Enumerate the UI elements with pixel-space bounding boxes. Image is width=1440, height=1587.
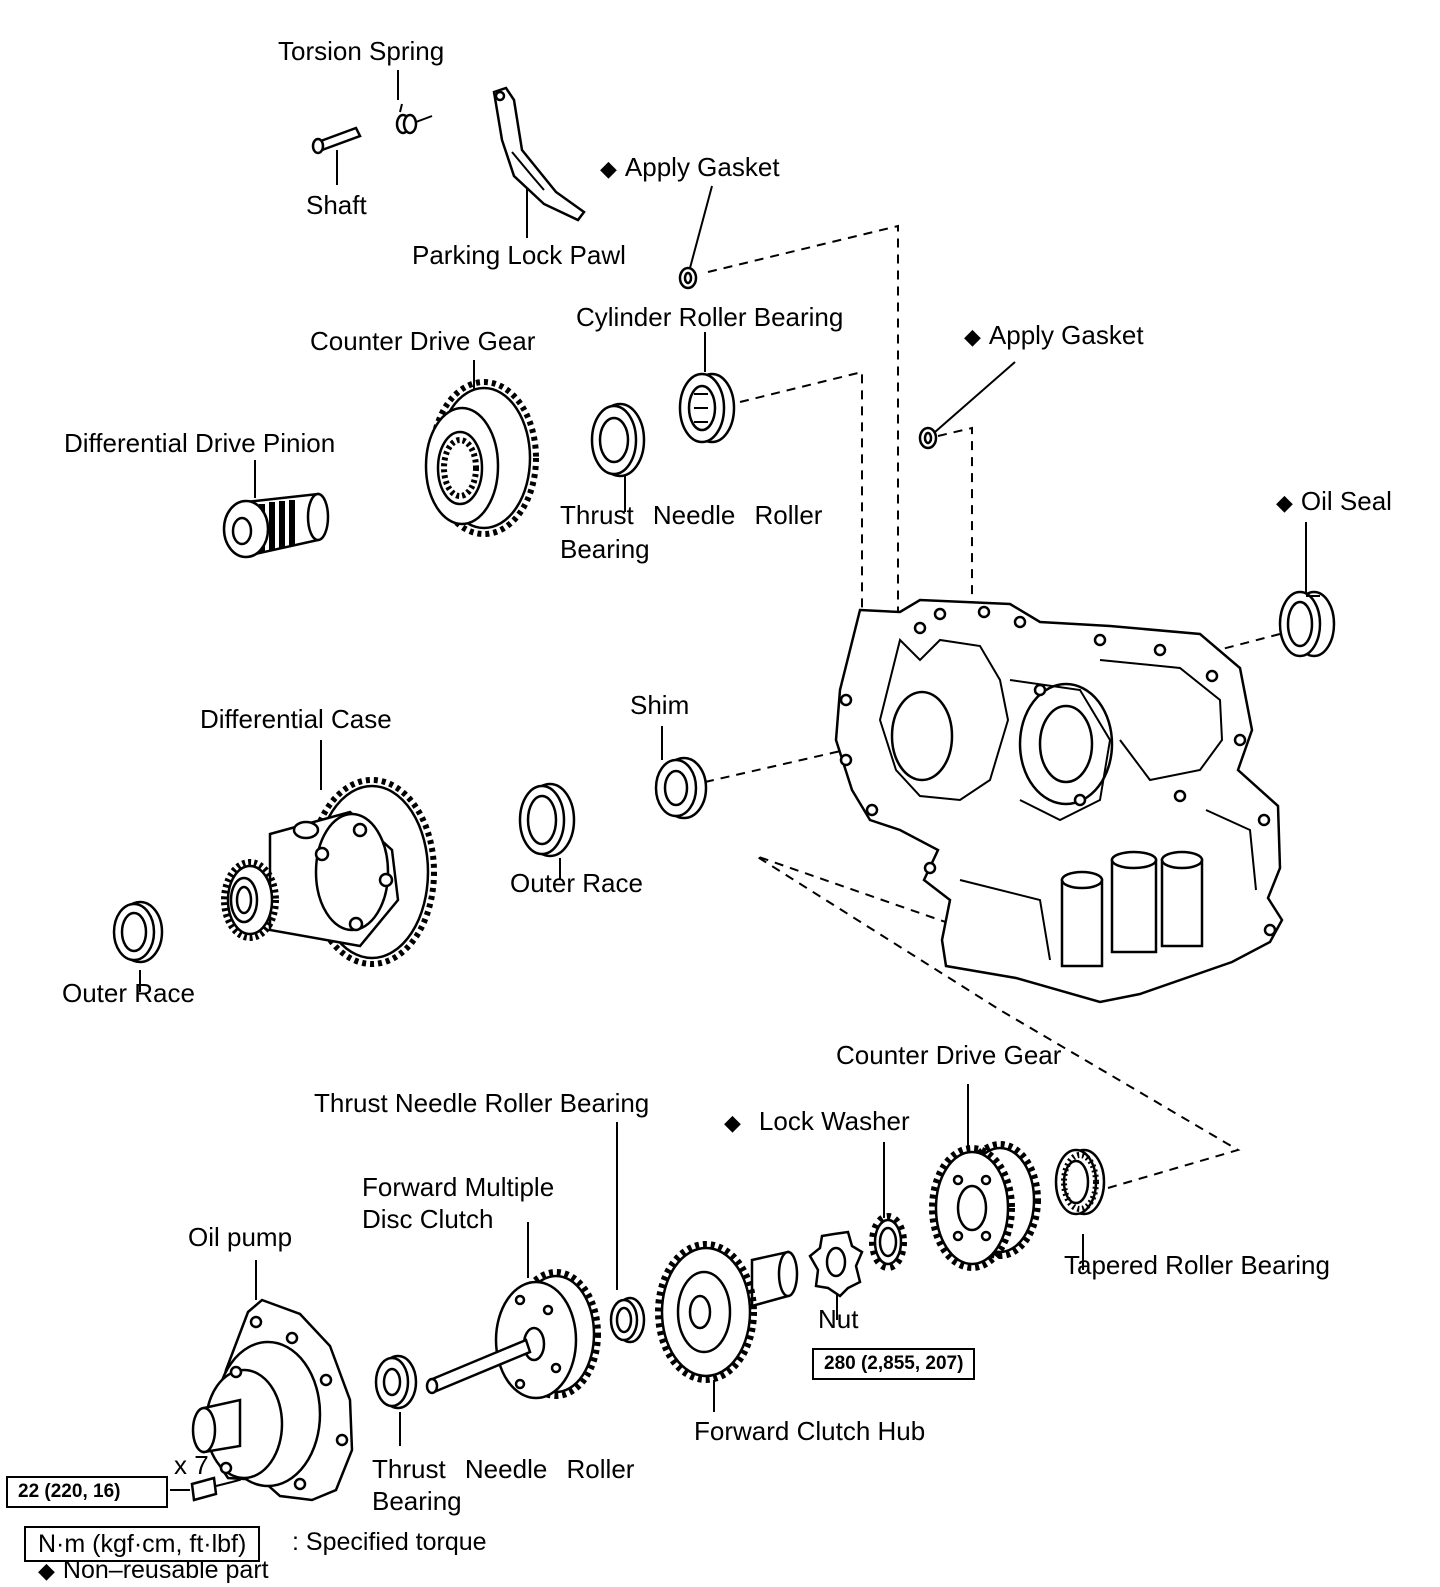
non-reusable-diamond-icon: ◆ [1276, 490, 1293, 515]
nut-torque-spec: 280 (2,855, 207) [812, 1348, 976, 1380]
label-torsion-spring: Torsion Spring [278, 36, 445, 66]
thrust-needle-roller-bearing-bottom-part [374, 1354, 418, 1410]
forward-clutch-hub-part [655, 1241, 799, 1383]
label-lock-washer: ◆ Lock Washer [724, 1106, 910, 1138]
label-thrust-needle-roller-bearing-top-line2: Bearing [560, 534, 650, 564]
label-bolt-count: x 7 [174, 1450, 209, 1480]
oil-pump-part [191, 1298, 354, 1502]
label-oil-seal: ◆ Oil Seal [1276, 486, 1392, 518]
label-differential-drive-pinion: Differential Drive Pinion [64, 428, 336, 458]
label-tapered-roller-bearing: Tapered Roller Bearing [1064, 1250, 1330, 1280]
shaft-part [311, 126, 362, 155]
differential-drive-pinion-part [222, 492, 330, 559]
label-forward-clutch-hub: Forward Clutch Hub [694, 1416, 926, 1446]
parking-lock-pawl-part [492, 86, 586, 222]
legend-non-reusable-text: Non–reusable part [62, 1556, 269, 1584]
bolt-torque-spec: 22 (220, 16) [6, 1476, 168, 1508]
label-apply-gasket-1: ◆ Apply Gasket [600, 152, 780, 184]
label-outer-race-middle: Outer Race [510, 868, 643, 898]
shim-part [654, 756, 708, 820]
legend-torque-units: N·m (kgf·cm, ft·lbf) [24, 1526, 261, 1562]
counter-drive-gear-bottom-part [929, 1141, 1041, 1271]
label-forward-multiple-disc-clutch-line1: Forward Multiple [362, 1172, 555, 1202]
outer-race-left-part [112, 900, 164, 964]
label-nut: Nut [818, 1304, 859, 1334]
label-forward-multiple-disc-clutch-line2: Disc Clutch [362, 1204, 494, 1234]
nut-part [808, 1230, 864, 1298]
outer-race-middle-part [518, 782, 576, 858]
cylinder-roller-bearing-part [678, 372, 736, 444]
counter-drive-gear-top-part [424, 379, 539, 537]
oil-pump-bolt-part [190, 1475, 255, 1502]
legend-torque-description: : Specified torque [292, 1528, 487, 1556]
label-oil-pump: Oil pump [188, 1222, 293, 1252]
forward-multiple-disc-clutch-part [425, 1269, 601, 1400]
apply-gasket-2-part [918, 426, 938, 450]
label-shim: Shim [630, 690, 690, 720]
apply-gasket-1-part [678, 266, 698, 290]
label-apply-gasket-2-text: Apply Gasket [988, 320, 1144, 350]
label-parking-lock-pawl: Parking Lock Pawl [412, 240, 626, 270]
legend-non-reusable: ◆ Non–reusable part [38, 1554, 269, 1587]
oil-seal-part [1278, 590, 1336, 658]
thrust-needle-roller-bearing-mid-part [609, 1296, 646, 1344]
label-apply-gasket-2: ◆ Apply Gasket [964, 320, 1144, 352]
label-thrust-needle-roller-bearing-bottom-line2: Bearing [372, 1486, 462, 1516]
label-thrust-needle-roller-bearing-top-line1: Thrust Needle Roller [560, 500, 823, 530]
label-thrust-needle-roller-bearing-mid: Thrust Needle Roller Bearing [314, 1088, 650, 1118]
label-outer-race-left: Outer Race [62, 978, 195, 1008]
leader-lines [139, 70, 1307, 1491]
label-differential-case: Differential Case [200, 704, 392, 734]
tapered-roller-bearing-part [1054, 1148, 1106, 1216]
label-oil-seal-text: Oil Seal [1300, 486, 1392, 516]
transaxle-case-part [834, 598, 1284, 1004]
thrust-needle-roller-bearing-top-part [590, 402, 646, 478]
non-reusable-diamond-icon: ◆ [38, 1558, 55, 1583]
label-shaft: Shaft [306, 190, 367, 220]
non-reusable-diamond-icon: ◆ [964, 324, 981, 349]
label-counter-drive-gear-top: Counter Drive Gear [310, 326, 536, 356]
torsion-spring-part [395, 103, 433, 135]
lock-washer-part [869, 1213, 907, 1271]
label-thrust-needle-roller-bearing-bottom-line1: Thrust Needle Roller [372, 1454, 635, 1484]
differential-case-part [221, 777, 437, 967]
label-counter-drive-gear-bottom: Counter Drive Gear [836, 1040, 1062, 1070]
non-reusable-diamond-icon: ◆ [600, 156, 617, 181]
label-cylinder-roller-bearing: Cylinder Roller Bearing [576, 302, 844, 332]
label-apply-gasket-1-text: Apply Gasket [624, 152, 780, 182]
label-lock-washer-text: Lock Washer [758, 1106, 910, 1136]
non-reusable-diamond-icon: ◆ [724, 1110, 741, 1135]
